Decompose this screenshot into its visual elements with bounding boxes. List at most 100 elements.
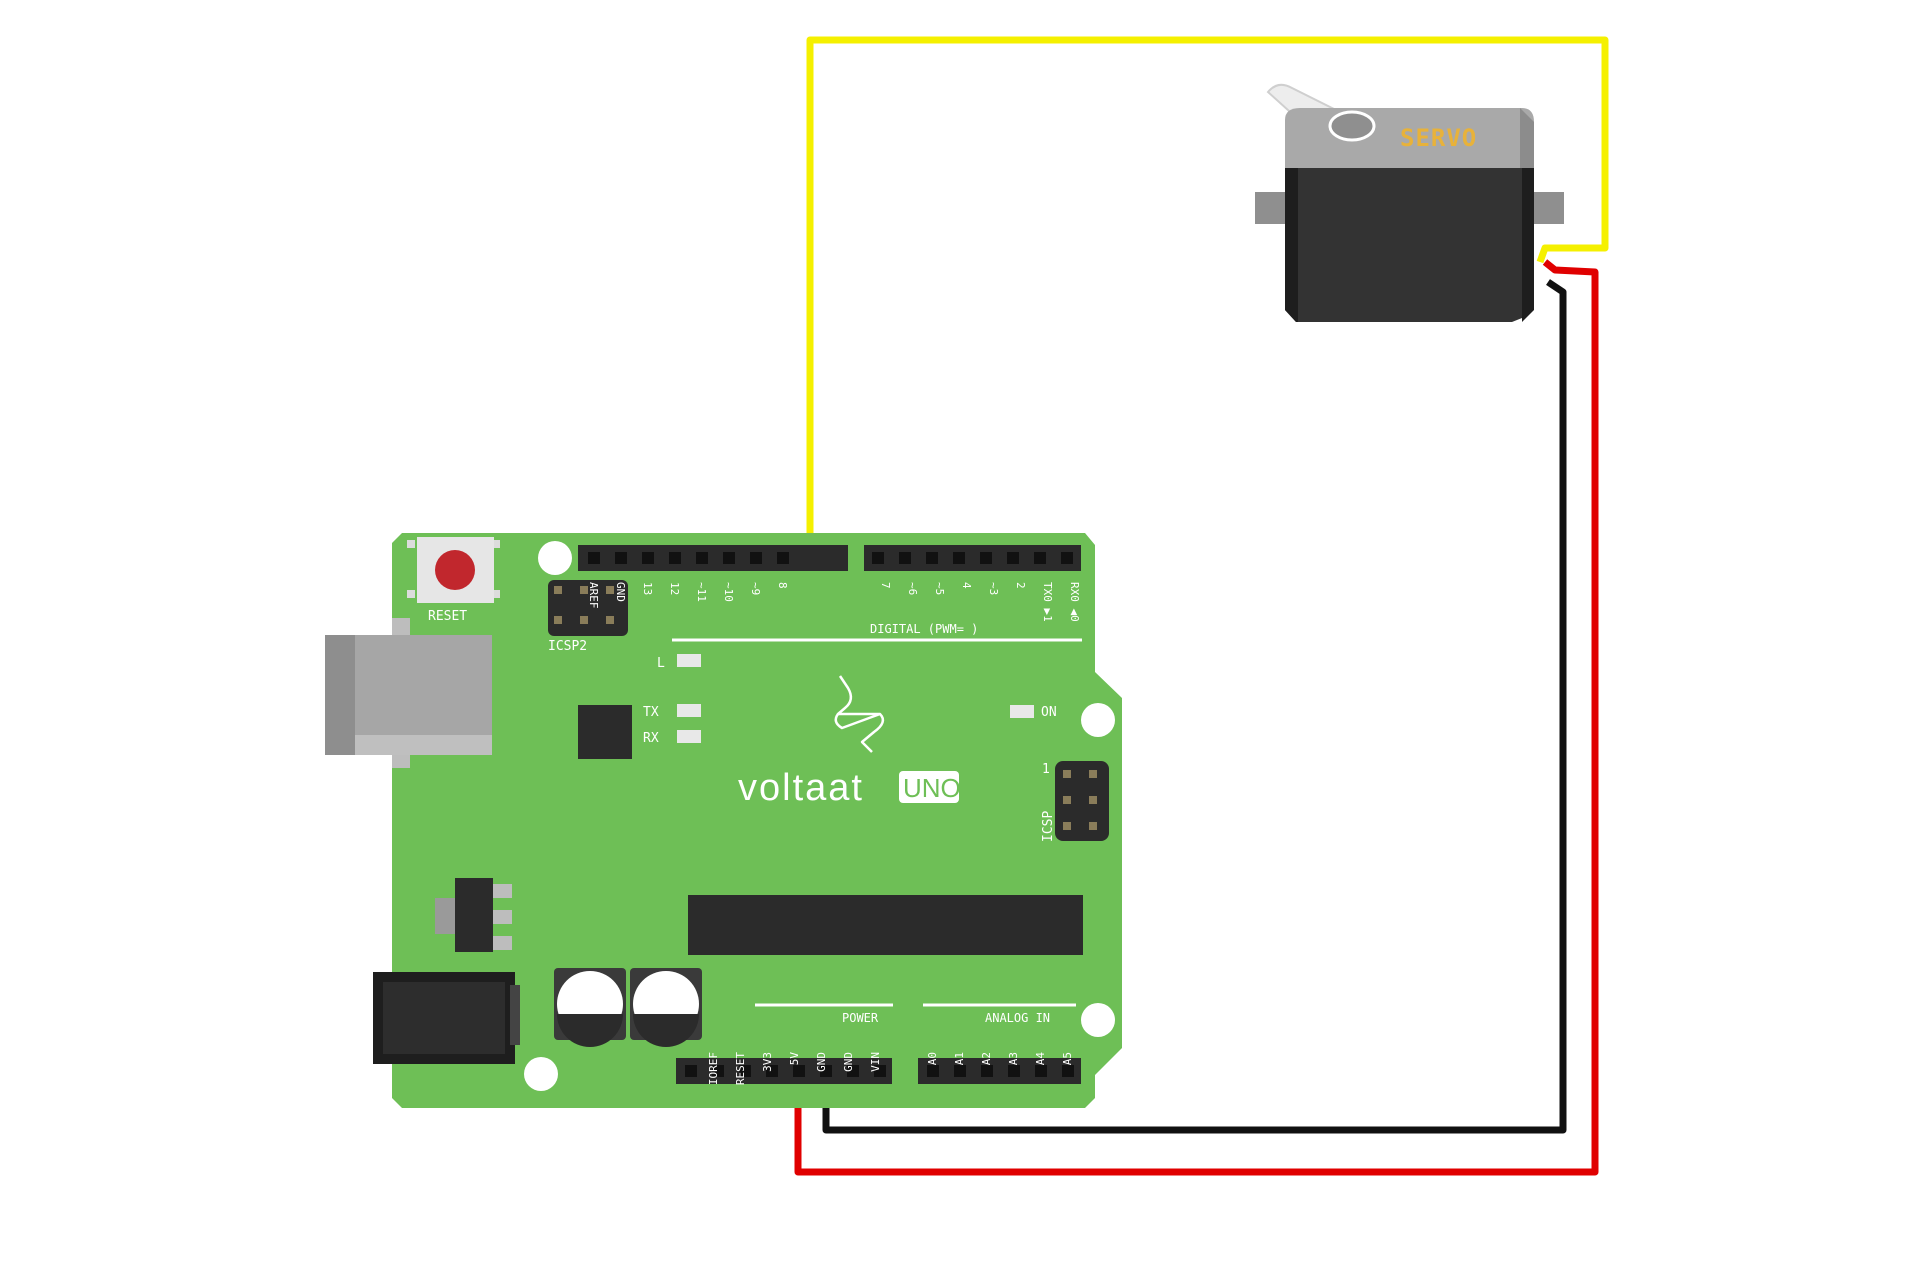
pin-label: GND [815, 1052, 828, 1072]
header-pin [669, 552, 681, 564]
pin-label: RESET [734, 1052, 747, 1085]
brand-name: voltaat [738, 767, 864, 809]
pin-label: ~11 [695, 582, 708, 602]
led-rx-label: RX [643, 731, 659, 746]
pin-label: VIN [869, 1052, 882, 1072]
header-pin [981, 1065, 993, 1077]
led-rx [677, 730, 701, 743]
header-pin [696, 552, 708, 564]
servo-spline [1328, 110, 1376, 142]
header-pin [954, 1065, 966, 1077]
pin-label: 3V3 [761, 1052, 774, 1072]
led-on-label: ON [1041, 705, 1057, 720]
icsp2-header [548, 580, 628, 636]
pin-label: A1 [953, 1052, 966, 1065]
voltage-regulator [435, 878, 512, 952]
pin-label: A5 [1061, 1052, 1074, 1065]
header-pin [777, 552, 789, 564]
power-wire [794, 259, 1599, 1176]
icsp-header [1055, 761, 1109, 841]
pcb [392, 533, 1122, 1108]
power-label: POWER [842, 1011, 879, 1025]
pin-label: AREF [587, 582, 600, 609]
pin-label: 4 [960, 582, 973, 589]
header-pin [899, 552, 911, 564]
pin-label: GND [614, 582, 627, 602]
pin-label: 12 [668, 582, 681, 595]
header-pin [685, 1065, 697, 1077]
pin-label: 8 [776, 582, 789, 589]
header-pin [739, 1065, 751, 1077]
pin-label: TX0 ▶1 [1041, 582, 1054, 622]
header-pin [926, 552, 938, 564]
mount-hole [1081, 1003, 1115, 1037]
servo-top-shade [1520, 108, 1534, 168]
led-on [1010, 705, 1034, 718]
header-pin [750, 552, 762, 564]
model-badge [899, 771, 959, 803]
mount-hole [538, 541, 572, 575]
microcontroller-chip [688, 895, 1083, 955]
digital-label: DIGITAL (PWM= ) [870, 622, 978, 636]
pin-label: IOREF [707, 1052, 720, 1085]
header-pin [872, 552, 884, 564]
led-l-label: L [657, 656, 665, 671]
pin-label: 5V [788, 1052, 801, 1066]
usb-connector [325, 618, 492, 768]
pin-label: A4 [1034, 1052, 1047, 1066]
analog-label: ANALOG IN [985, 1011, 1050, 1025]
digital-header-left [578, 545, 848, 571]
model-label: UNO [903, 773, 961, 803]
servo-label: SERVO [1400, 124, 1477, 152]
header-pin [820, 1065, 832, 1077]
reset-button[interactable] [407, 537, 500, 603]
led-tx [677, 704, 701, 717]
icsp2-label: ICSP2 [548, 639, 587, 654]
header-pin [615, 552, 627, 564]
header-pin [847, 1065, 859, 1077]
digital-header-right [864, 545, 1081, 571]
pin-label: ~5 [933, 582, 946, 595]
icsp-label: ICSP [1041, 811, 1056, 842]
reset-label: RESET [428, 609, 467, 624]
pin-label: ~6 [906, 582, 919, 595]
led-tx-label: TX [643, 705, 659, 720]
header-pin [1007, 552, 1019, 564]
header-pin [1035, 1065, 1047, 1077]
pin-label: GND [842, 1052, 855, 1072]
header-pin [980, 552, 992, 564]
pin-label: ~9 [749, 582, 762, 595]
pin-label: A2 [980, 1052, 993, 1065]
arduino-board: RESET ICSP2 L TX RX ON voltaat UNO [325, 533, 1122, 1108]
header-pin [1062, 1065, 1074, 1077]
pin-label: ~10 [722, 582, 735, 602]
pin-label: RX0 ◀0 [1068, 582, 1081, 622]
header-pin [642, 552, 654, 564]
servo-body [1285, 168, 1522, 322]
dc-jack [373, 972, 520, 1064]
header-pin [766, 1065, 778, 1077]
wires [794, 36, 1609, 1176]
signal-wire [806, 36, 1609, 555]
capacitor [554, 968, 626, 1047]
header-pin [927, 1065, 939, 1077]
header-pin [793, 1065, 805, 1077]
mount-hole [1081, 703, 1115, 737]
pin-label: 2 [1014, 582, 1027, 589]
header-pin [874, 1065, 886, 1077]
header-pin [723, 552, 735, 564]
servo-motor: SERVO [1255, 83, 1564, 322]
servo-body-shade [1522, 168, 1534, 322]
analog-header [918, 1058, 1081, 1084]
usb-chip [578, 705, 632, 759]
ground-wire [822, 279, 1567, 1134]
header-pin [712, 1065, 724, 1077]
mount-hole [524, 1057, 558, 1091]
voltaat-logo-icon [834, 675, 885, 753]
icsp-pin1-label: 1 [1042, 762, 1050, 777]
header-pin [1008, 1065, 1020, 1077]
header-pin [1061, 552, 1073, 564]
header-pin [953, 552, 965, 564]
led-l [677, 654, 701, 667]
